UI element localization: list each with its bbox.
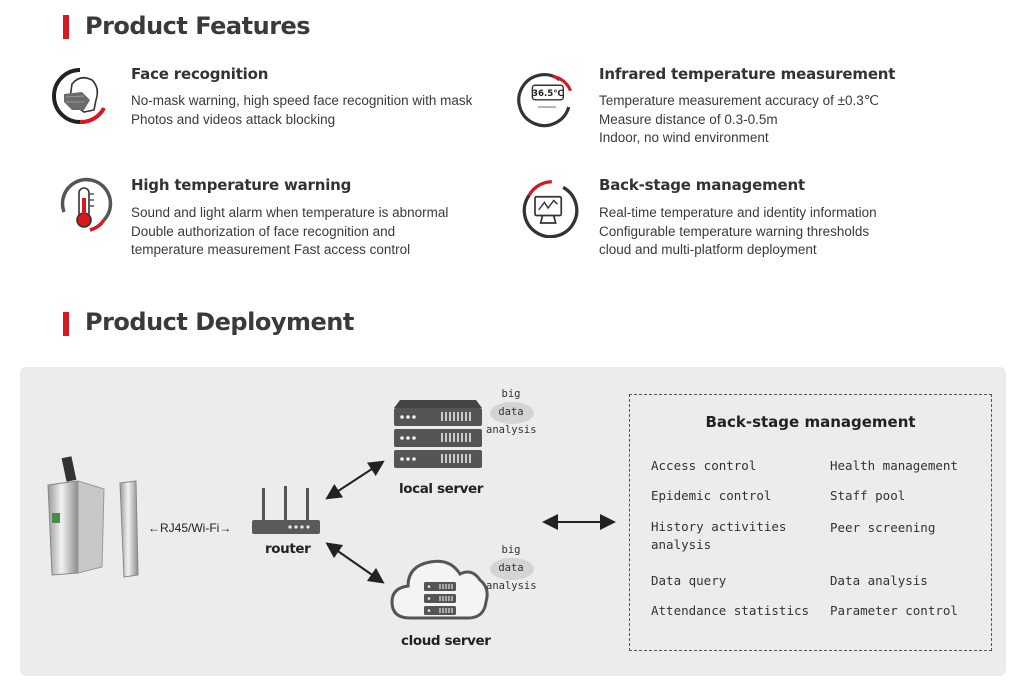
feature-line: Sound and light alarm when temperature i… (131, 205, 449, 220)
connection-label: ←RJ45/Wi-Fi→ (148, 521, 232, 535)
management-item: History activities analysis (651, 519, 787, 552)
feature-description: No-mask warning, high speed face recogni… (131, 92, 472, 129)
router-label: router (265, 541, 311, 557)
backstage-management-title: Back-stage management (705, 413, 916, 431)
feature-description: Sound and light alarm when temperature i… (131, 204, 448, 260)
arrow-left-icon: ← (148, 521, 160, 535)
link-router-cloud (325, 542, 385, 584)
feature-line: No-mask warning, high speed face recogni… (131, 93, 473, 108)
management-item: Staff pool (830, 488, 906, 503)
feature-title: Back-stage management (599, 176, 805, 194)
cloud-server-label: cloud server (401, 633, 491, 649)
management-item: Peer screening (830, 520, 936, 535)
feature-line: cloud and multi-platform deployment (599, 242, 817, 257)
feature-line: Indoor, no wind environment (599, 130, 769, 145)
data-bubble-icon (490, 558, 534, 580)
management-item: Access control (651, 458, 757, 473)
thermometer-icon (60, 177, 113, 232)
management-item: Parameter control (830, 603, 958, 618)
management-item: Data query (651, 573, 727, 588)
feature-line: Measure distance of 0.3-0.5m (599, 111, 778, 127)
data-bubble-icon (490, 402, 534, 424)
feature-line: Photos and videos attack blocking (131, 111, 336, 127)
link-router-local (325, 460, 385, 500)
face-mask-icon (52, 68, 106, 124)
feature-line: Configurable temperature warning thresho… (599, 223, 870, 239)
big-data-analysis-label: big data analysis (486, 544, 537, 592)
feature-line: temperature measurement Fast access cont… (131, 242, 411, 257)
feature-description: Real-time temperature and identity infor… (599, 204, 877, 260)
arrow-right-icon: → (219, 521, 232, 535)
network-links (325, 460, 616, 584)
feature-line: Double authorization of face recognition… (131, 223, 396, 239)
feature-title: High temperature warning (131, 176, 352, 194)
display-reading: 36.5℃ (532, 89, 564, 99)
router-icon (252, 486, 320, 534)
cloud-server-icon (390, 559, 489, 620)
thermometer-display-icon: 36.5℃ (517, 73, 573, 128)
deployment-section-title: Product Deployment (85, 308, 354, 336)
turnstile-gate-icon (47, 456, 139, 578)
management-item: Data analysis (830, 573, 928, 588)
feature-title: Face recognition (131, 65, 269, 83)
feature-line: Real-time temperature and identity infor… (599, 205, 877, 220)
backstage-management-box: Back-stage management Access control Epi… (629, 394, 992, 651)
management-item: Attendance statistics (651, 603, 810, 618)
monitor-icon (522, 180, 579, 238)
deployment-section-marker (63, 312, 69, 336)
feature-description: Temperature measurement accuracy of ±0.3… (599, 92, 879, 148)
management-item: Epidemic control (651, 488, 772, 503)
local-server-label: local server (399, 481, 484, 497)
management-item: Health management (830, 458, 958, 473)
features-section-marker (63, 15, 69, 39)
features-section-title: Product Features (85, 12, 311, 40)
big-data-analysis-label: big data analysis (486, 388, 537, 436)
local-server-icon (394, 400, 482, 468)
feature-title: Infrared temperature measurement (599, 65, 896, 83)
feature-line: Temperature measurement accuracy of ±0.3… (599, 93, 879, 108)
